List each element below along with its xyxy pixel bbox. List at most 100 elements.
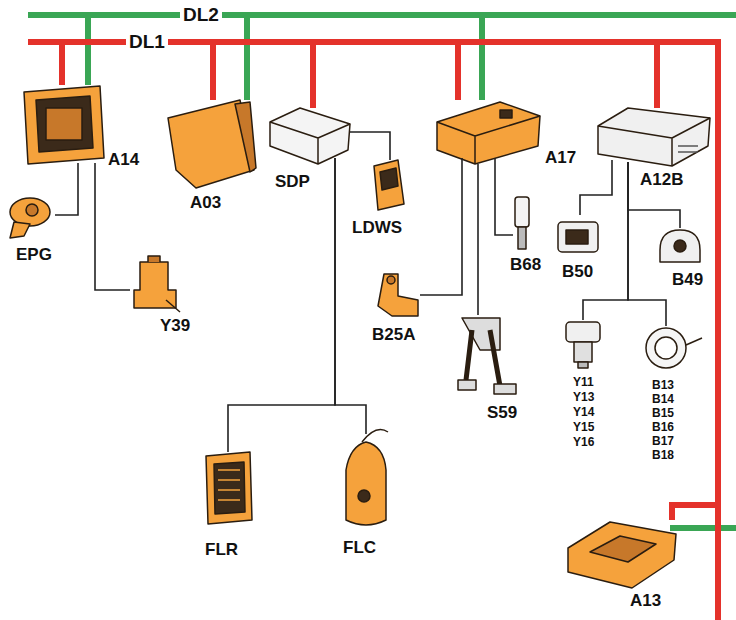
component-icons: [10, 86, 710, 588]
bus-dl2: [479, 15, 485, 100]
sensor-icon: [518, 227, 526, 249]
wheel-speed-ring: [686, 338, 702, 345]
pedal-icon: [494, 384, 516, 394]
part-label: B25A: [372, 325, 415, 345]
sensor-icon: [515, 197, 529, 227]
wire: [55, 163, 78, 215]
bus-dl1: [59, 42, 65, 85]
wire: [580, 160, 612, 215]
part-label: A13: [630, 591, 661, 611]
bus-dl1: [310, 42, 316, 108]
radar: FLR: [202, 452, 254, 524]
radar-icon: [206, 452, 252, 524]
module-icon: [437, 102, 540, 164]
control-unit: A13: [565, 520, 677, 588]
part-label: SDP: [275, 172, 310, 192]
bus-label: DL2: [180, 4, 222, 26]
control-unit: A17: [435, 100, 540, 164]
sensor: B50: [555, 215, 605, 257]
camera-icon: [374, 160, 404, 210]
pedal-icon: [458, 380, 476, 390]
part-label: S59: [487, 403, 517, 423]
sensor-icon: [387, 276, 395, 284]
panel-icon: [168, 100, 256, 188]
radar-icon: [206, 452, 252, 524]
camera-icon: [358, 490, 370, 502]
wire: [335, 158, 366, 434]
sensor-icon: [515, 197, 529, 249]
bus-dl2: [85, 15, 91, 85]
panel-icon: [235, 102, 256, 172]
sensor-group: B13B14B15B16B17B18: [644, 326, 688, 370]
wheel-speed-ring: [655, 337, 677, 359]
bus-dl1: [654, 42, 660, 108]
radar-icon: [214, 462, 245, 514]
wire: [495, 158, 513, 235]
part-label: B14: [652, 392, 674, 406]
part-label: A03: [190, 193, 221, 213]
part-label: Y11: [573, 375, 594, 389]
valve: Y39: [130, 258, 178, 313]
valve-icon: [566, 322, 600, 368]
part-label: EPG: [16, 245, 52, 265]
sensor-icon: [558, 222, 598, 252]
part-label: FLR: [205, 540, 238, 560]
valve-icon: [134, 262, 176, 308]
pedal-icon: [458, 318, 516, 394]
bus-dl1: [672, 505, 718, 520]
module-icon: [590, 536, 656, 562]
bus-label: DL1: [126, 31, 168, 53]
camera-icon: [380, 168, 398, 190]
sensor-icon: [378, 274, 418, 316]
abs-module-icon: [598, 108, 710, 166]
camera-icon: [374, 160, 404, 210]
radar-icon: [218, 470, 240, 500]
part-label: B18: [652, 448, 674, 462]
part-label: A17: [545, 148, 576, 168]
part-label: Y14: [573, 405, 594, 419]
ecu-icon: [24, 86, 104, 164]
sdp-icon: [270, 108, 350, 164]
valve-icon: [566, 322, 600, 342]
bus-dl2: [28, 12, 736, 18]
camera: LDWS: [372, 160, 406, 210]
epg-icon: [10, 222, 30, 238]
camera-icon: [346, 442, 386, 525]
bus-dl1: [28, 42, 718, 620]
control-unit: SDP: [268, 108, 350, 164]
bus-dl1: [28, 42, 718, 620]
bus-dl2: [28, 15, 736, 528]
part-label: Y16: [573, 435, 594, 449]
part-label: B50: [562, 262, 593, 282]
part-label: Y13: [573, 390, 594, 404]
switch: S59: [455, 315, 523, 400]
sensor-icon: [660, 230, 700, 262]
wire: [95, 163, 130, 290]
part-label: Y39: [160, 316, 190, 336]
part-label: A12B: [640, 170, 683, 190]
sdp-icon: [270, 108, 350, 164]
part-label: B16: [652, 420, 674, 434]
part-label: B13: [652, 378, 674, 392]
sensor-icon: [566, 230, 588, 244]
module-icon: [500, 110, 512, 118]
sensor-icon: [378, 274, 418, 316]
bus-dl2: [670, 525, 736, 531]
sensor-icon: [558, 222, 598, 252]
valve-icon: [578, 362, 588, 368]
module-icon: [568, 522, 676, 588]
ecu-icon: [36, 96, 93, 152]
valve-icon: [166, 300, 180, 312]
module-icon: [437, 116, 540, 164]
valve-icon: [148, 256, 160, 262]
epg-icon: [26, 204, 38, 216]
valve-group: Y11Y13Y14Y15Y16: [562, 320, 604, 368]
wire: [583, 162, 628, 320]
bus-dl1: [455, 42, 461, 100]
epg-icon: [10, 198, 50, 238]
pedal-icon: [466, 330, 500, 386]
valve-icon: [134, 256, 180, 312]
wire: [420, 158, 462, 295]
sensor-icon: [660, 230, 700, 262]
